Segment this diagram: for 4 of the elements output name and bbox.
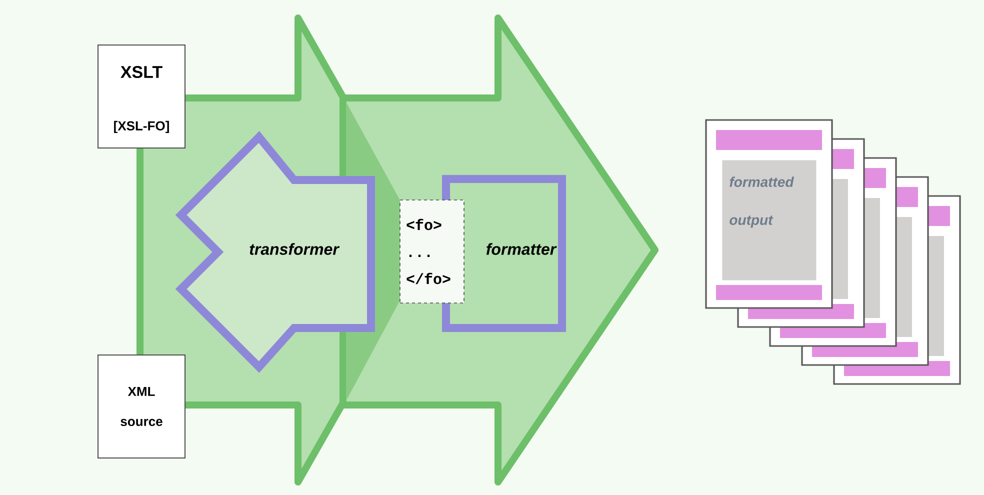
code-box: <fo> ... </fo> [400,200,464,304]
output-page: formatted output [705,119,833,309]
source-box: XML source [98,354,186,458]
source-box: XSLT [XSL-FO] [98,44,186,148]
